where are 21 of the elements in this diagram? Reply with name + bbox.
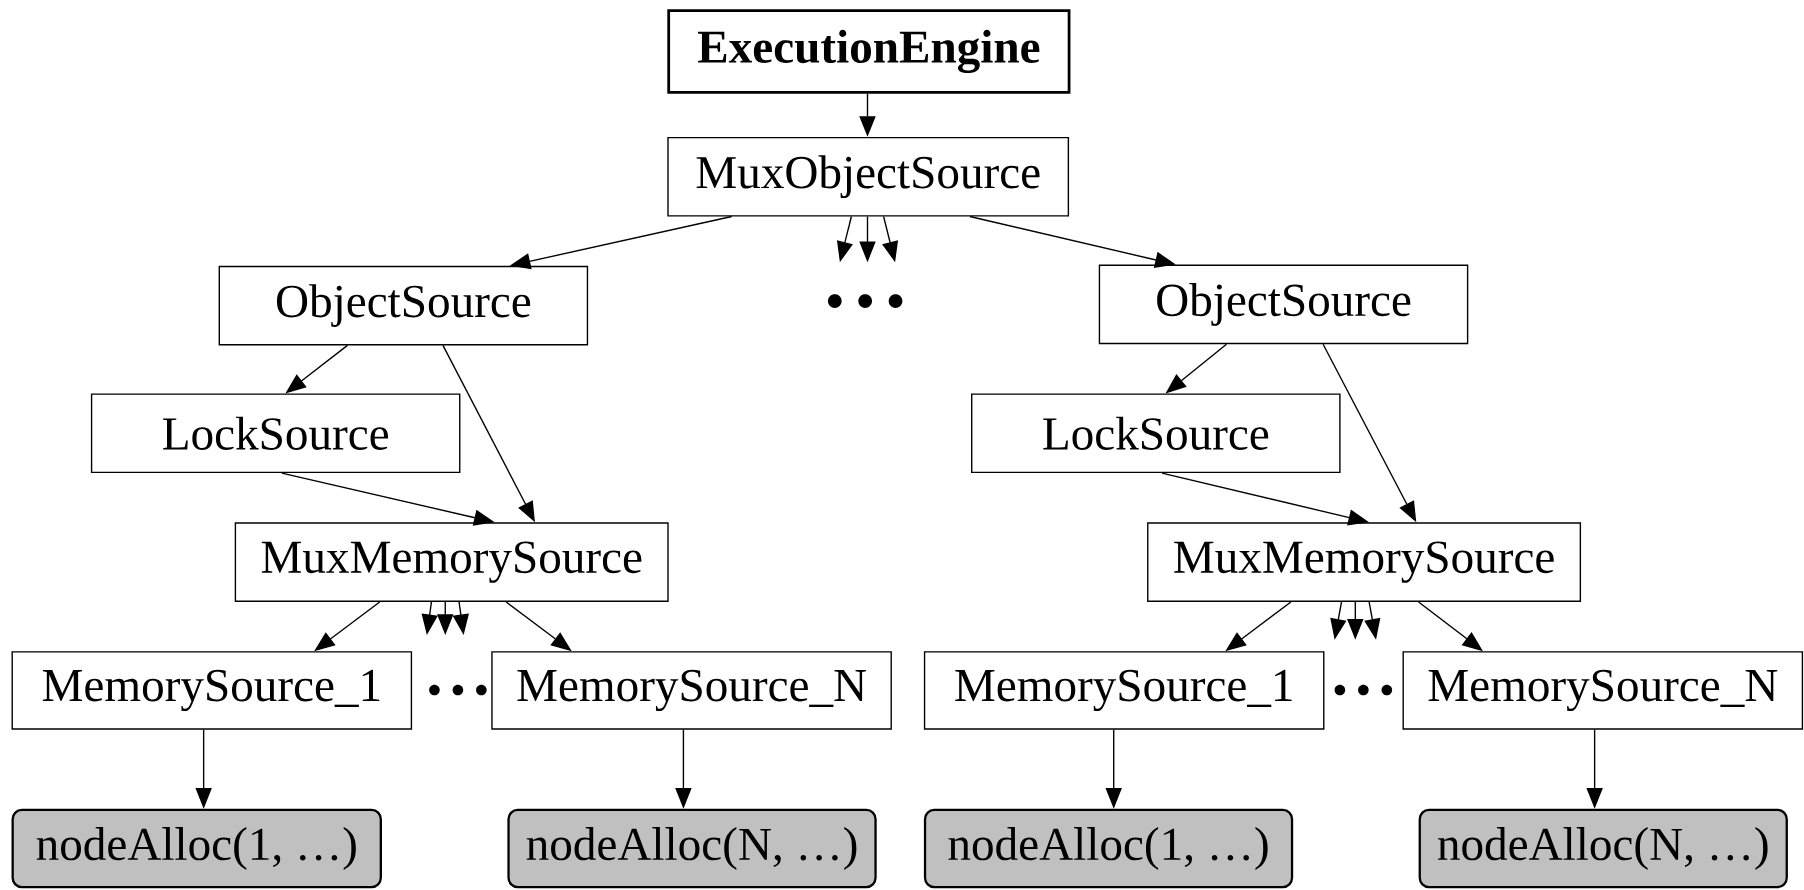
alloc-box: nodeAlloc(1, …): [11, 808, 382, 888]
source-box: MemorySource_1: [11, 650, 413, 730]
arrow: [314, 601, 381, 651]
source-box: MemorySource_N: [1402, 650, 1804, 730]
ellipsis-dots: • • •: [827, 294, 903, 308]
source-box: LockSource: [90, 393, 461, 473]
source-box: ObjectSource: [1098, 264, 1469, 344]
source-box: MuxMemorySource: [234, 522, 669, 602]
arrow: [1417, 601, 1483, 651]
alloc-box: nodeAlloc(N, …): [1418, 808, 1788, 888]
source-box: LockSource: [971, 393, 1341, 473]
alloc-box: nodeAlloc(N, …): [507, 808, 877, 888]
source-box: MemorySource_1: [923, 650, 1325, 730]
ellipsis-dots: • • •: [429, 684, 487, 695]
alloc-box: nodeAlloc(1, …): [923, 808, 1294, 888]
ellipsis-dots: • • •: [1334, 684, 1393, 695]
source-box: MuxMemorySource: [1147, 522, 1582, 602]
source-box: MemorySource_N: [491, 650, 892, 730]
source-box: ObjectSource: [218, 265, 589, 346]
engine-box: ExecutionEngine: [667, 8, 1071, 94]
source-box: MuxObjectSource: [667, 136, 1070, 217]
